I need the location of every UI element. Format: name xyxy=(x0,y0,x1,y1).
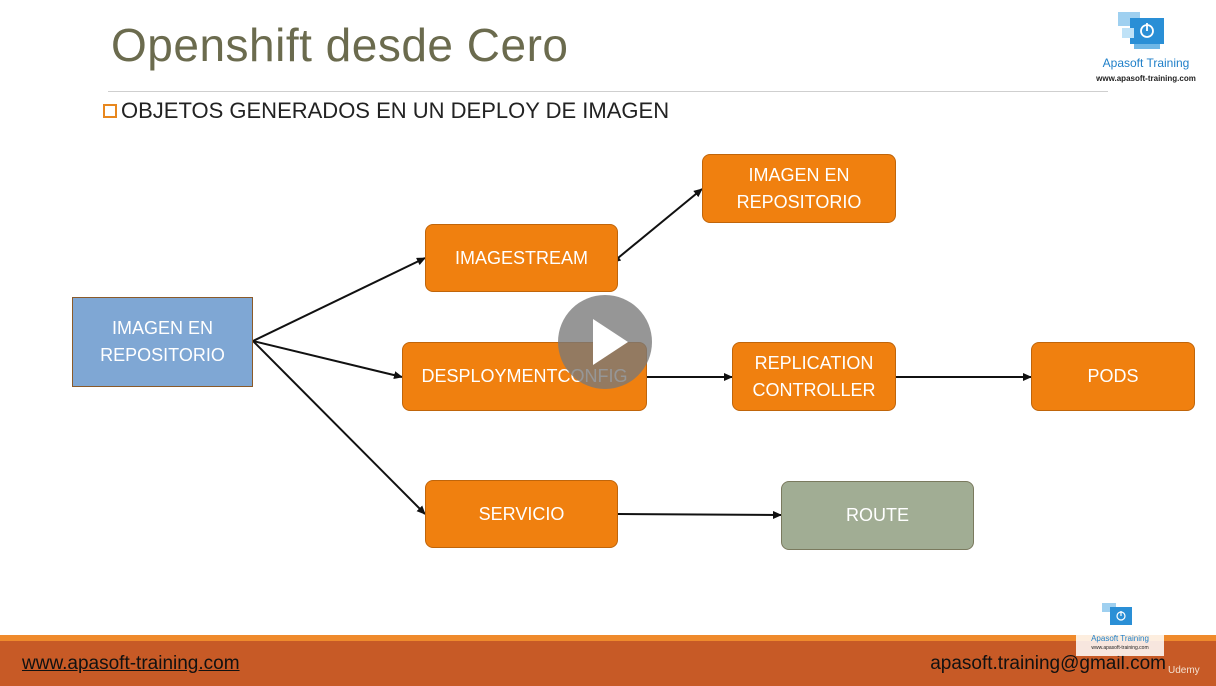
node-replication-controller-line1: REPLICATION xyxy=(754,352,874,373)
power-monitor-icon xyxy=(1118,12,1164,49)
power-monitor-small-icon xyxy=(1102,603,1132,625)
watermark-logo: Apasoft Training www.apasoft-training.co… xyxy=(1076,600,1164,656)
node-replication-controller-line2: CONTROLLER xyxy=(752,379,876,400)
node-imagestream: IMAGESTREAM xyxy=(425,224,618,292)
node-source-image: IMAGEN EN REPOSITORIO xyxy=(72,297,253,387)
slide-title: Openshift desde Cero xyxy=(111,19,569,71)
watermark-logo-name: Apasoft Training xyxy=(1091,634,1149,643)
apasoft-logo: Apasoft Training www.apasoft-training.co… xyxy=(1086,10,1206,90)
play-button[interactable] xyxy=(558,295,652,389)
node-servicio: SERVICIO xyxy=(425,480,618,548)
logo-name: Apasoft Training xyxy=(1102,56,1190,70)
logo-url: www.apasoft-training.com xyxy=(1096,74,1196,83)
node-replication-controller: REPLICATION CONTROLLER xyxy=(732,342,896,411)
node-image-repository-line2: REPOSITORIO xyxy=(736,191,862,212)
arrow-servicio-route xyxy=(617,510,782,519)
node-source-image-line2: REPOSITORIO xyxy=(100,345,225,365)
footer-accent-bar xyxy=(0,635,1216,641)
section-heading: OBJETOS GENERADOS EN UN DEPLOY DE IMAGEN xyxy=(103,98,669,124)
title-divider xyxy=(108,91,1108,92)
node-image-repository: IMAGEN EN REPOSITORIO xyxy=(702,154,896,223)
arrow-source-imagestream xyxy=(252,257,426,342)
arrow-imagestream-repo xyxy=(611,188,703,264)
node-image-repository-line1: IMAGEN EN xyxy=(748,164,850,185)
node-source-image-line1: IMAGEN EN xyxy=(111,318,213,338)
node-route: ROUTE xyxy=(781,481,974,550)
udemy-watermark: Udemy xyxy=(1168,665,1200,676)
section-heading-text: OBJETOS GENERADOS EN UN DEPLOY DE IMAGEN xyxy=(121,98,670,123)
play-icon xyxy=(593,319,628,365)
checkbox-bullet-icon xyxy=(103,104,117,118)
footer-bar: www.apasoft-training.com apasoft.trainin… xyxy=(0,641,1216,686)
arrow-source-servicio xyxy=(252,340,426,515)
node-pods: PODS xyxy=(1031,342,1195,411)
arrow-source-deploymentconfig xyxy=(252,340,403,380)
watermark-logo-url: www.apasoft-training.com xyxy=(1091,645,1149,651)
footer-email: apasoft.training@gmail.com xyxy=(930,653,1166,674)
footer-website-link[interactable]: www.apasoft-training.com xyxy=(22,653,240,674)
